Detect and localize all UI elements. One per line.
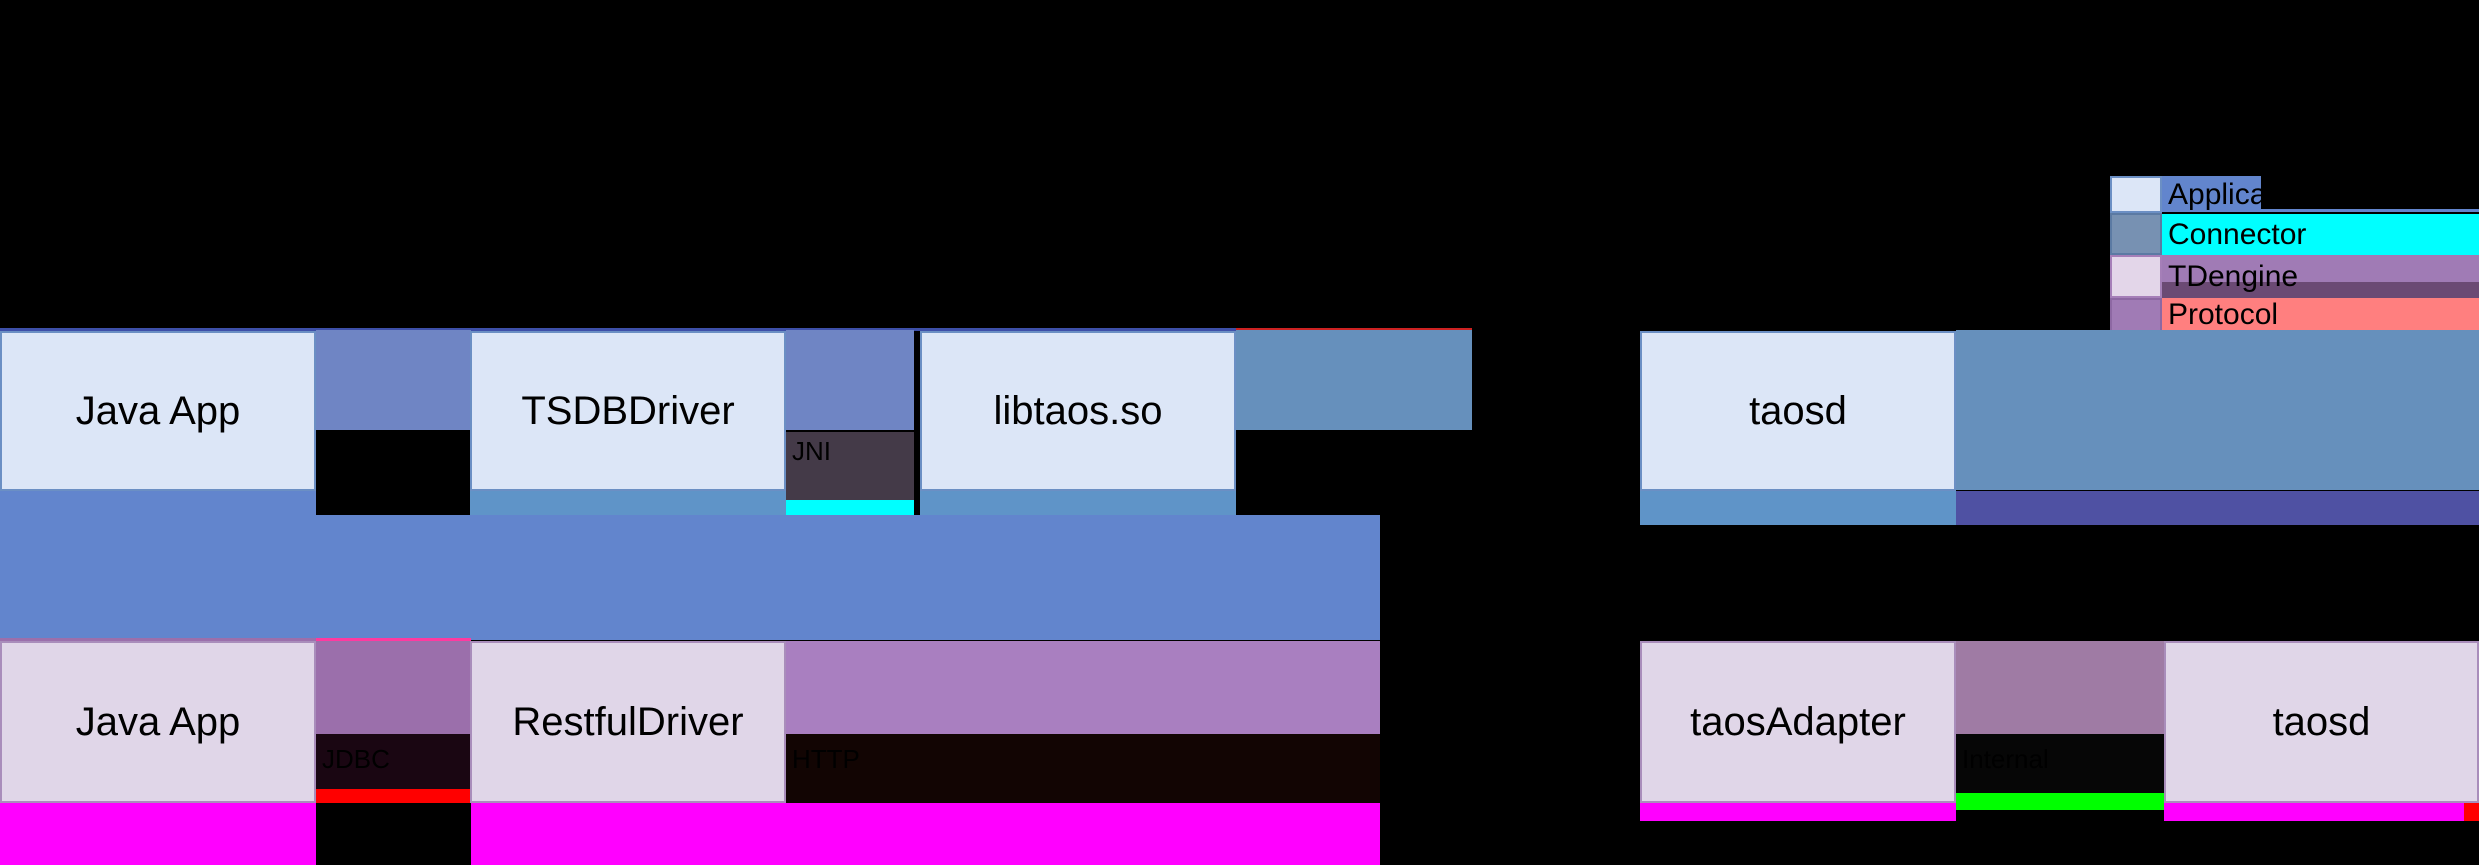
connector-http-dark <box>786 734 1380 803</box>
node-label: taosd <box>1749 389 1847 433</box>
node-label: Java App <box>75 389 241 433</box>
legend-swatch-2 <box>2110 255 2162 298</box>
connector-jni-label: JNI <box>792 436 831 466</box>
connector-jdbc-rest-dark <box>316 734 471 789</box>
node-restful-driver[interactable]: RestfulDriver <box>470 641 786 803</box>
row2-rule-orchid <box>0 638 316 641</box>
legend-label-3: Protocol <box>2168 298 2279 331</box>
connector-jni-band <box>786 330 914 430</box>
row2-strip-red-right <box>2464 803 2479 821</box>
connector-internal-band <box>1956 641 2164 734</box>
node-label: TSDBDriver <box>521 389 735 433</box>
legend-label-1: Connector <box>2168 217 2307 251</box>
connector-tcp-label: TCP/UDP <box>1242 436 1357 466</box>
legend-bar-2 <box>2162 255 2479 282</box>
row2-strip-magenta-adapter <box>1640 803 1956 821</box>
row2-strip-magenta-mid <box>471 803 1380 865</box>
legend-bar-1 <box>2162 214 2479 255</box>
row1-rule-left <box>0 328 1236 331</box>
connector-jdbc-native-band <box>316 330 471 430</box>
row1-rule-right <box>1236 328 1472 330</box>
connector-jni-band-dark <box>786 432 914 500</box>
node-label: RestfulDriver <box>512 700 744 744</box>
connector-jdbc-rest-band <box>316 641 471 734</box>
legend-swatch-3 <box>2110 298 2162 332</box>
node-taosd-rest[interactable]: taosd <box>2164 641 2479 803</box>
node-java-app-rest[interactable]: Java App <box>0 641 316 803</box>
row2-rule-left <box>316 638 471 642</box>
node-libtaos[interactable]: libtaos.so <box>920 331 1236 491</box>
connector-jdbc-rest-red <box>316 789 471 803</box>
middle-periwinkle-band <box>0 515 1380 640</box>
row1-strip-indigo <box>1956 491 2479 525</box>
connector-tcp-band <box>1236 330 1472 430</box>
connector-jdbc-rest-label: JDBC <box>322 744 390 774</box>
legend-bar-0 <box>2162 176 2261 209</box>
row1-right-steel-band <box>1956 330 2479 490</box>
connector-http-label: HTTP <box>792 744 860 774</box>
node-label: taosAdapter <box>1690 700 1906 744</box>
row1-strip-taosd <box>1640 491 1956 525</box>
connector-internal-dark <box>1956 734 2164 803</box>
legend: Application Connector TDengine Protocol <box>2110 176 2479 332</box>
node-taos-adapter[interactable]: taosAdapter <box>1640 641 1956 803</box>
node-java-app-native[interactable]: Java App <box>0 331 316 491</box>
legend-bar-2b <box>2162 282 2479 298</box>
connector-http-band <box>786 641 1380 734</box>
row2-strip-magenta-taosd <box>2164 803 2464 821</box>
legend-label-0: Application <box>2168 177 2315 211</box>
connector-internal-green <box>1956 793 2164 810</box>
row2-strip-magenta-left <box>0 803 316 865</box>
node-tsdb-driver[interactable]: TSDBDriver <box>470 331 786 491</box>
node-label: taosd <box>2272 700 2371 744</box>
node-taosd-native[interactable]: taosd <box>1640 331 1956 491</box>
legend-swatch-0 <box>2110 176 2162 213</box>
legend-swatch-1 <box>2110 213 2162 255</box>
legend-bar-3 <box>2162 298 2479 332</box>
legend-label-2: TDengine <box>2168 259 2299 293</box>
legend-bar-0-ext <box>2162 209 2479 212</box>
connector-jdbc-native-label: JDBC <box>322 436 390 466</box>
node-label: libtaos.so <box>993 389 1163 433</box>
connector-internal-label: Internal <box>1962 744 2049 774</box>
node-label: Java App <box>75 700 241 744</box>
